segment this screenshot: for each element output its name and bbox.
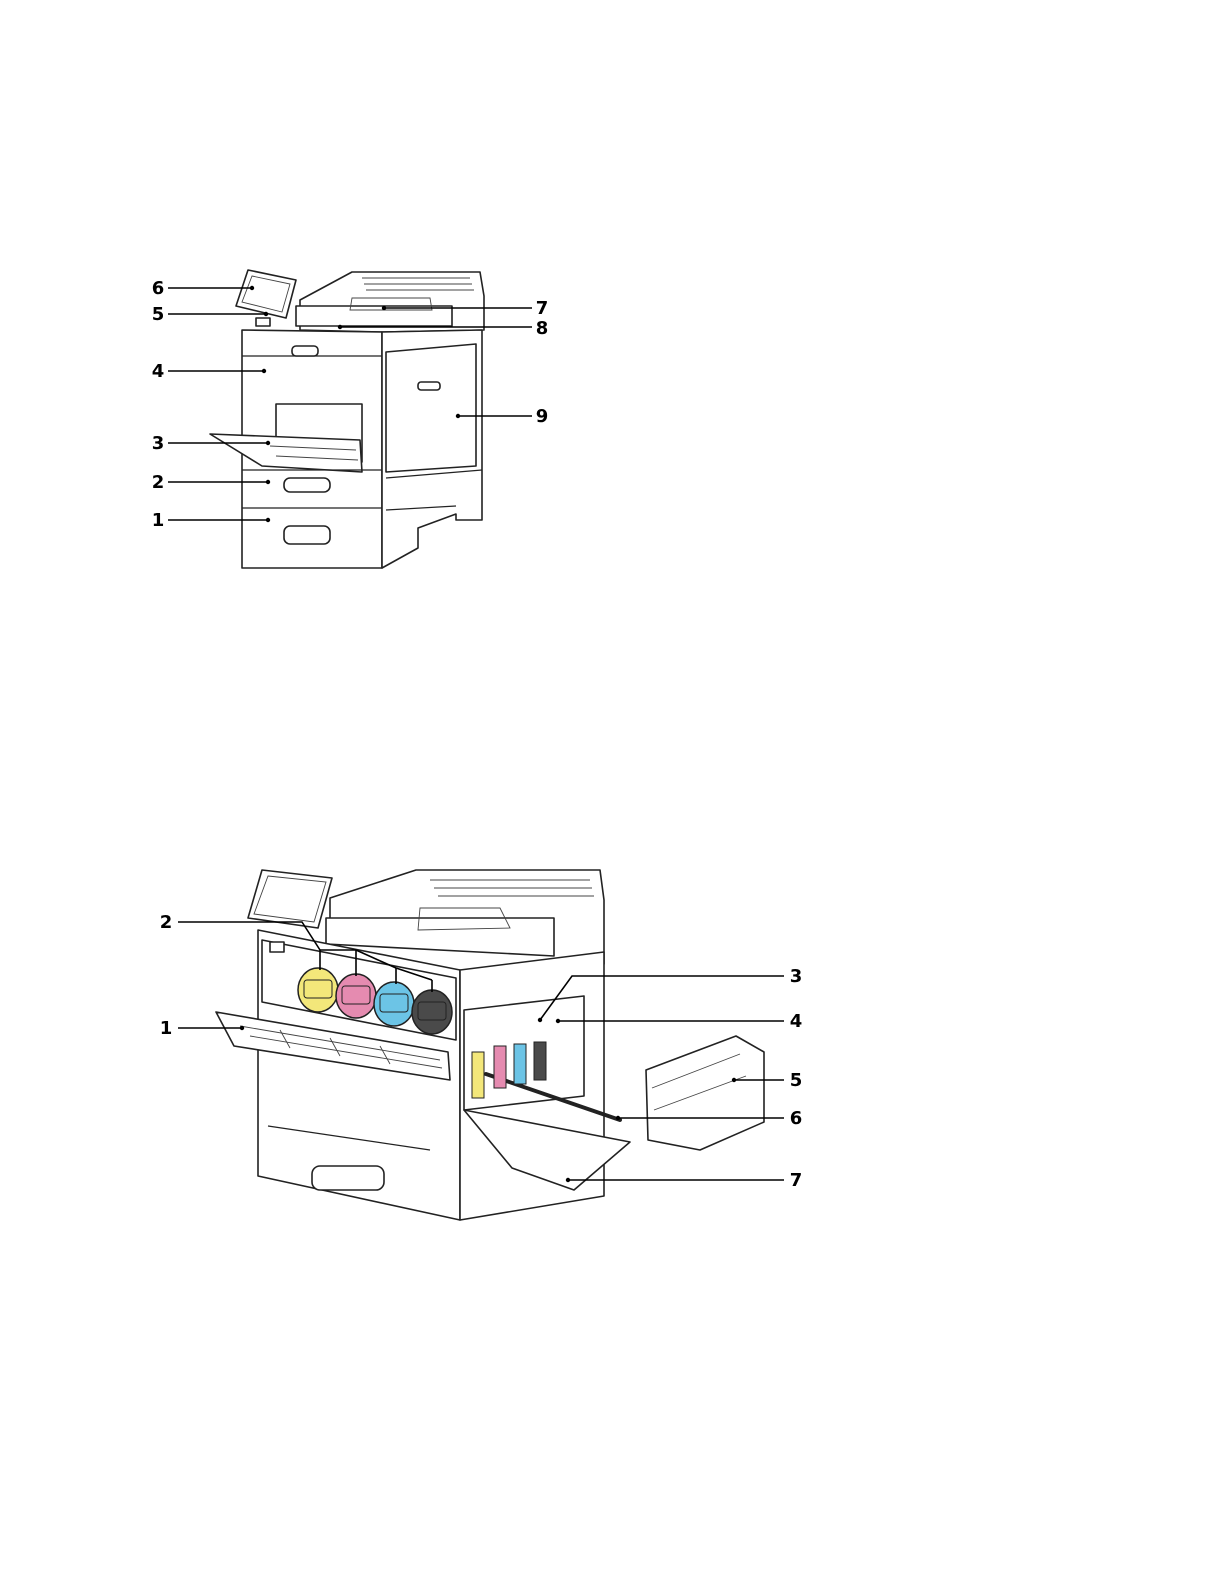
top-callout-9-label: 9 xyxy=(536,406,549,427)
bottom-callout-6-label: 6 xyxy=(790,1108,803,1129)
top-callout-1-label: 1 xyxy=(152,510,165,531)
bottom-callout-4-label: 4 xyxy=(790,1011,803,1032)
imaging-unit-cyan xyxy=(514,1044,526,1084)
top-callout-7-label: 7 xyxy=(536,298,549,319)
bottom-callout-7-label: 7 xyxy=(790,1170,803,1191)
toner-cartridge-black xyxy=(412,990,452,1034)
toner-cartridge-cyan xyxy=(374,982,414,1026)
bottom-callout-5-label: 5 xyxy=(790,1070,803,1091)
top-callout-2-label: 2 xyxy=(152,472,165,493)
bottom-callout-3-label: 3 xyxy=(790,966,803,987)
imaging-unit-yellow xyxy=(472,1052,484,1098)
top-callout-5-label: 5 xyxy=(152,304,165,325)
imaging-unit-magenta xyxy=(494,1046,506,1088)
bottom-callout-1-label: 1 xyxy=(160,1018,173,1039)
toner-cartridge-magenta xyxy=(336,974,376,1018)
top-callout-6-label: 6 xyxy=(152,278,165,299)
toner-cartridge-yellow xyxy=(298,968,338,1012)
top-callout-3-label: 3 xyxy=(152,433,165,454)
top-callout-8-label: 8 xyxy=(536,318,549,339)
bottom-callout-2-label: 2 xyxy=(160,912,173,933)
top-callout-4-label: 4 xyxy=(152,361,165,382)
imaging-unit-black xyxy=(534,1042,546,1080)
